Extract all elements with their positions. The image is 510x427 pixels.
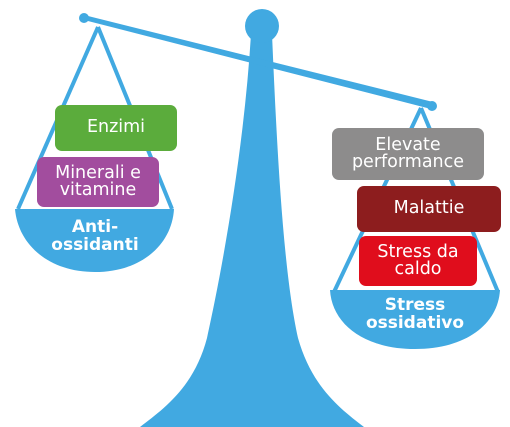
left-pan bbox=[15, 209, 174, 272]
beam-end-right bbox=[427, 101, 437, 111]
box-stress-caldo: Stress da caldo bbox=[359, 236, 477, 286]
scale-beam bbox=[84, 15, 433, 109]
box-enzimi-label: Enzimi bbox=[86, 117, 146, 138]
beam-end-left bbox=[79, 13, 89, 23]
left-pan-label: Anti- ossidanti bbox=[51, 217, 139, 256]
box-malattie: Malattie bbox=[357, 186, 501, 232]
box-elevate-label: Elevate performance bbox=[351, 134, 465, 172]
box-minerali-vitamine: Minerali e vitamine bbox=[37, 157, 159, 207]
right-pan bbox=[330, 290, 500, 349]
scale-pillar bbox=[140, 34, 364, 427]
box-enzimi: Enzimi bbox=[55, 105, 177, 151]
right-pan-label: Stress ossidativo bbox=[365, 295, 465, 334]
box-malattie-label: Malattie bbox=[393, 198, 465, 219]
box-elevate-performance: Elevate performance bbox=[332, 128, 484, 180]
box-stress-caldo-label: Stress da caldo bbox=[377, 241, 459, 279]
scale-top-knob bbox=[245, 9, 279, 43]
box-minerali-label: Minerali e vitamine bbox=[55, 162, 141, 200]
